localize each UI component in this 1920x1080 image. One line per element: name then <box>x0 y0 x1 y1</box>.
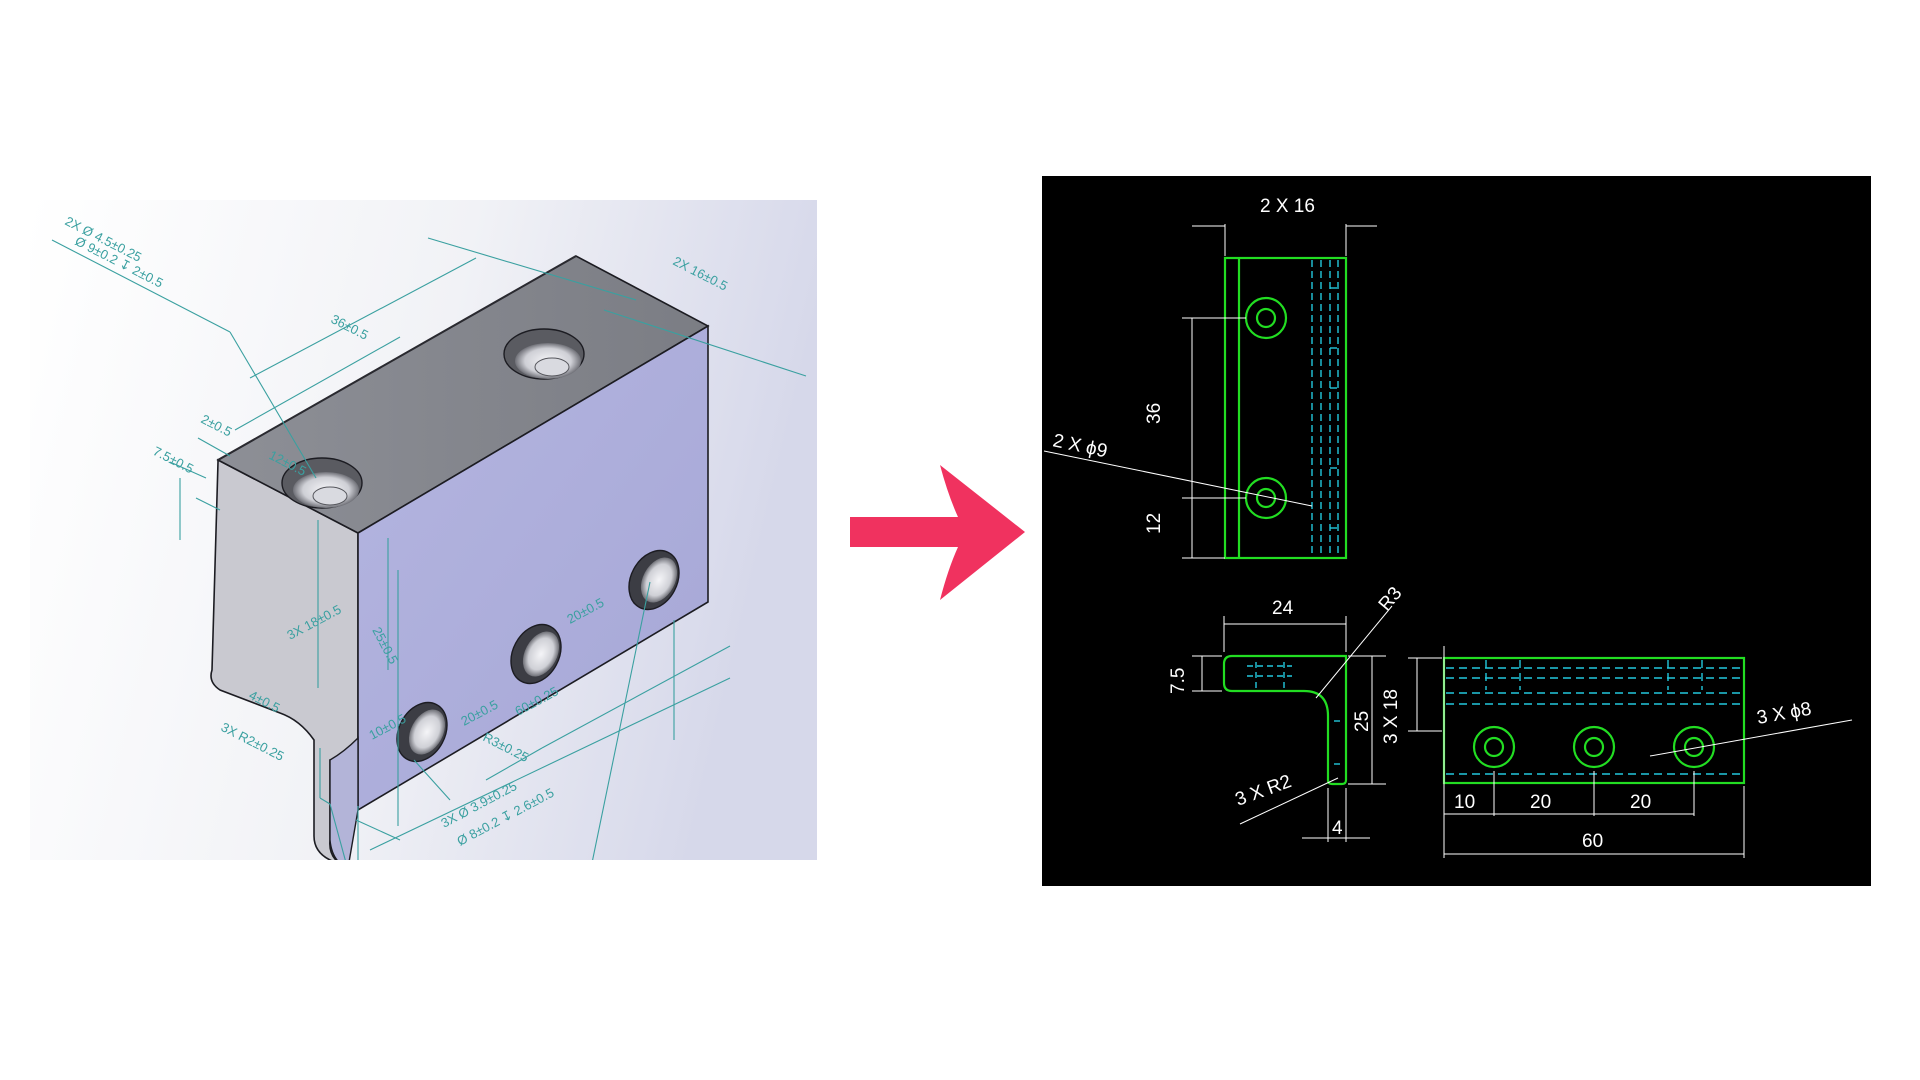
part-top-edge <box>217 255 577 461</box>
side-view-outline <box>1442 656 1746 785</box>
front-view-fillet-r3: R3 <box>1375 583 1407 615</box>
isometric-model-svg: 2X Ø 4.5±0.25 Ø 9±0.2 ↧ 2±0.5 36±0.5 2X … <box>30 200 817 916</box>
cad-side-view: 3 X ϕ8 10 20 20 60 <box>1408 646 1853 858</box>
side-view-hole-note: 3 X ϕ8 <box>1755 699 1813 729</box>
side-view-dim-b: 20 <box>1530 792 1551 813</box>
front-view-labels: 24 7.5 R3 25 3 X 18 3 X R2 4 <box>1168 583 1406 839</box>
side-hole-2 <box>510 623 562 685</box>
front-view-dim-height: 25 <box>1352 711 1373 732</box>
front-view-dim-thick: 7.5 <box>1168 668 1189 694</box>
part-front-face <box>357 324 709 812</box>
front-view-dim-wall: 4 <box>1332 818 1343 839</box>
front-view-dim-height-count: 3 X 18 <box>1381 689 1402 744</box>
front-view-fillet-r2: 3 X R2 <box>1233 771 1295 811</box>
top-view-dim-width: 2 X 16 <box>1260 196 1315 217</box>
arrow-right-icon <box>850 465 1025 600</box>
side-hole-3 <box>628 549 680 611</box>
cad-drawing-svg: 2 X 16 36 12 2 X ϕ9 <box>1043 196 1853 858</box>
top-view-dim-edge: 12 <box>1144 513 1165 534</box>
side-view-dim-c: 20 <box>1630 792 1651 813</box>
side-hole-1 <box>396 701 448 763</box>
top-view-hidden-lines <box>1311 260 1339 556</box>
cad-drawing-panel: 2 X 16 36 12 2 X ϕ9 <box>1042 176 1871 886</box>
side-view-dim-a: 10 <box>1454 792 1475 813</box>
cad-front-view: 24 7.5 R3 25 3 X 18 3 X R2 4 <box>1168 583 1406 842</box>
front-view-outline <box>1222 654 1348 786</box>
top-view-dim-lines <box>1043 224 1377 559</box>
top-hole-2 <box>503 328 585 380</box>
transform-arrow <box>850 465 1025 600</box>
side-view-dim-total: 60 <box>1582 831 1603 852</box>
front-view-dim-width: 24 <box>1272 598 1294 619</box>
top-view-labels: 2 X 16 36 12 2 X ϕ9 <box>1051 196 1315 534</box>
isometric-model-panel: 2X Ø 4.5±0.25 Ø 9±0.2 ↧ 2±0.5 36±0.5 2X … <box>30 200 817 916</box>
top-view-hole-note: 2 X ϕ9 <box>1051 430 1109 462</box>
top-view-dim-spacing: 36 <box>1144 403 1165 424</box>
top-view-outline <box>1223 256 1348 560</box>
front-view-hidden-lines <box>1247 662 1344 765</box>
front-view-dim-lines <box>1192 605 1393 842</box>
side-view-dim-lines <box>1408 646 1853 858</box>
iso-dimension-lines <box>51 237 807 916</box>
bracket-3d-part <box>210 255 710 869</box>
top-hole-1 <box>281 457 363 509</box>
cad-top-view: 2 X 16 36 12 2 X ϕ9 <box>1043 196 1377 560</box>
side-view-labels: 3 X ϕ8 10 20 20 60 <box>1454 699 1813 852</box>
